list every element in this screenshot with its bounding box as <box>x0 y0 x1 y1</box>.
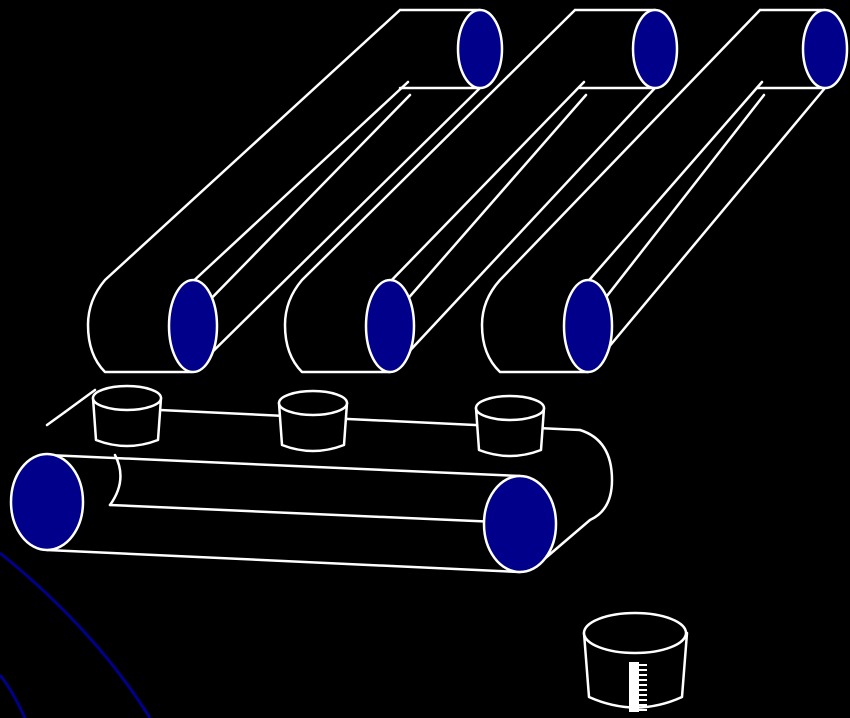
feed-conveyor-3 <box>480 8 849 374</box>
decorative-arc-outer <box>0 551 152 718</box>
hopper-body <box>474 406 546 458</box>
hopper-body <box>91 396 163 448</box>
hopper-1 <box>91 384 163 448</box>
roller-right <box>482 474 558 574</box>
belt-inner-edge-2 <box>396 93 588 312</box>
roller-bottom <box>562 278 614 374</box>
hopper-2 <box>277 389 349 453</box>
hopper-rim <box>474 394 546 422</box>
roller-bottom <box>364 278 416 374</box>
hopper-3 <box>474 394 546 458</box>
hopper-rim <box>91 384 163 412</box>
belt-inner-edge-2 <box>594 93 766 312</box>
belt-inner-edge <box>186 80 410 288</box>
belt-inner-edge <box>384 80 586 288</box>
roller-left <box>9 452 85 552</box>
belt-inner-left <box>108 453 122 507</box>
belt-inner-edge <box>108 503 522 525</box>
feed-conveyor-2 <box>283 8 679 374</box>
belt-back-edge <box>63 388 97 414</box>
belt-left-diagonal <box>45 410 67 427</box>
belt-outline <box>480 8 827 374</box>
belt-outline <box>86 8 482 374</box>
belt-inner-edge <box>582 80 764 288</box>
belt-bottom-edge <box>45 548 522 574</box>
decorative-arc-inner <box>0 674 27 718</box>
belt-outline <box>283 8 657 374</box>
belt-top-edge <box>45 453 522 478</box>
belt-inner-edge-2 <box>198 93 412 312</box>
belt-right-end <box>533 428 614 569</box>
hopper-body <box>277 401 349 453</box>
roller-top <box>456 8 504 90</box>
roller-top <box>801 8 849 90</box>
measuring-cup <box>582 611 689 712</box>
measuring-scale <box>629 662 639 712</box>
measuring-scale-ticks <box>639 664 647 711</box>
hopper-rim <box>277 389 349 417</box>
roller-bottom <box>167 278 219 374</box>
measuring-cup-rim <box>582 611 688 655</box>
roller-top <box>631 8 679 90</box>
feed-conveyor-1 <box>86 8 504 374</box>
collector-conveyor <box>9 388 614 574</box>
